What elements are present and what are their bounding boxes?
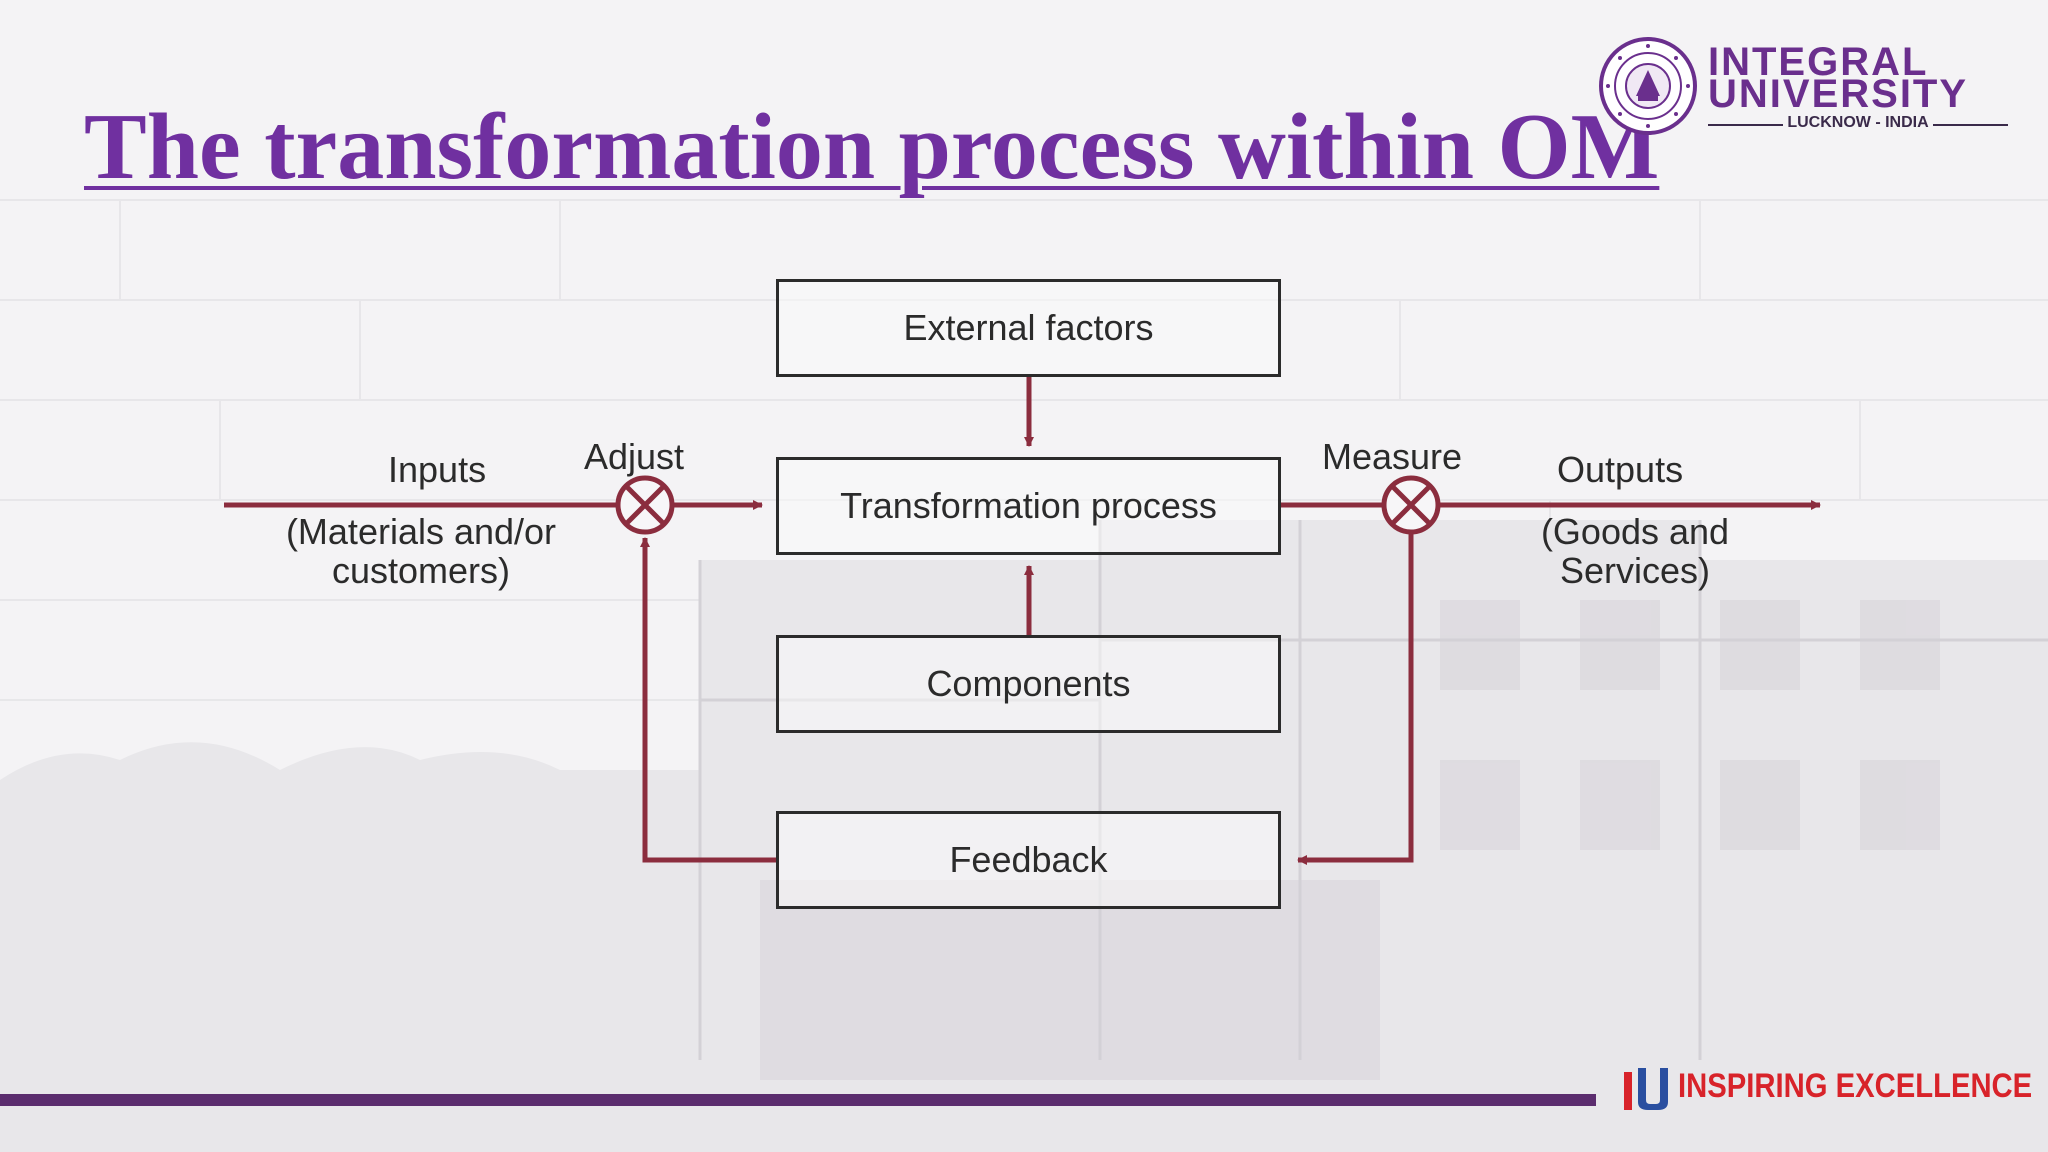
slide-title: The transformation process within OM [84, 95, 1660, 199]
feedback-box: Feedback [776, 811, 1281, 909]
university-seal-icon [1599, 37, 1697, 135]
measure-label: Measure [1322, 436, 1463, 477]
logo-line-1: INTEGRAL [1708, 40, 1929, 84]
inputs-sub-label-2: customers) [331, 550, 511, 591]
logo-location: LUCKNOW - INDIA [1708, 114, 2008, 132]
outputs-label: Outputs [1557, 449, 1684, 490]
iu-mark-icon [1624, 1068, 1668, 1110]
university-logo: INTEGRAL UNIVERSITY LUCKNOW - INDIA [1598, 36, 2018, 140]
logo-line-2: UNIVERSITY [1708, 72, 1969, 116]
external-factors-box: External factors [776, 279, 1281, 377]
components-box: Components [776, 635, 1281, 733]
outputs-sub-label-1: (Goods and [1540, 511, 1730, 552]
inputs-label: Inputs [388, 449, 487, 490]
inputs-sub-label-1: (Materials and/or [285, 511, 557, 552]
tagline-text: INSPIRING EXCELLENCE [1678, 1067, 2033, 1105]
feedback-to-adjust-arrow [640, 537, 776, 863]
bottom-accent-bar [0, 1094, 1596, 1106]
adjust-label: Adjust [584, 436, 685, 477]
transformation-process-box: Transformation process [776, 457, 1281, 555]
outputs-sub-label-2: Services) [1559, 550, 1711, 591]
measure-to-feedback-arrow [1297, 534, 1414, 865]
